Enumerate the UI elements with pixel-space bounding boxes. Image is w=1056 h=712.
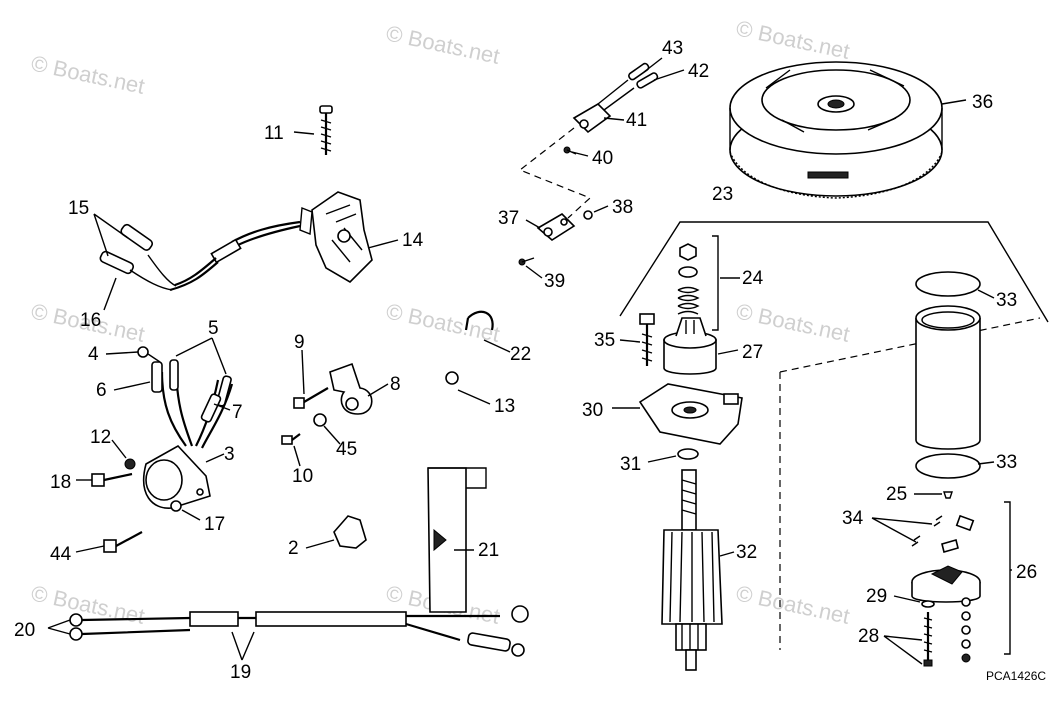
callout-15: 15 [68, 198, 89, 219]
part-25-pin [943, 491, 953, 499]
part-21-cover [427, 467, 487, 613]
part-38-nut [583, 210, 593, 220]
part-24-spring-stack [677, 235, 719, 331]
part-44-screw [103, 531, 143, 553]
callout-23: 23 [712, 184, 733, 205]
part-32-armature [661, 469, 723, 671]
callout-13: 13 [494, 396, 515, 417]
leader-lines [47, 57, 1012, 665]
callout-5: 5 [208, 318, 219, 339]
callout-45: 45 [336, 439, 357, 460]
part-17-washer [170, 500, 182, 512]
part-8-clamp [329, 362, 373, 415]
part-15-16-wires [99, 220, 301, 292]
callout-33-top: 33 [996, 290, 1017, 311]
part-30-end-cap [638, 383, 743, 445]
callout-11: 11 [264, 123, 284, 144]
callout-35: 35 [594, 330, 615, 351]
callout-21: 21 [478, 540, 499, 561]
callout-3: 3 [224, 444, 235, 465]
callout-30: 30 [582, 400, 603, 421]
part-39-screw [518, 257, 535, 266]
part-26-bracket-line [1004, 501, 1011, 655]
callout-6: 6 [96, 380, 107, 401]
part-18-screw [91, 472, 133, 487]
callout-37: 37 [498, 208, 519, 229]
callout-4: 4 [88, 344, 99, 365]
part-10-screw [281, 433, 301, 445]
watermark: © Boats.net [29, 580, 147, 628]
watermark: © Boats.net [29, 50, 147, 98]
part-3-solenoid [137, 346, 234, 509]
callout-31: 31 [620, 454, 641, 475]
assembly-dash-line [518, 127, 592, 219]
callout-38: 38 [612, 197, 633, 218]
callout-32: 32 [736, 542, 757, 563]
part-13-lock-washer [445, 371, 459, 385]
part-37-bracket [536, 212, 576, 241]
callout-12: 12 [90, 427, 111, 448]
callout-36: 36 [972, 92, 993, 113]
callout-28: 28 [858, 626, 879, 647]
callout-22: 22 [510, 344, 531, 365]
callout-27: 27 [742, 342, 763, 363]
callout-43: 43 [662, 38, 683, 59]
callout-14: 14 [402, 230, 424, 251]
callout-40: 40 [592, 148, 613, 169]
callout-24: 24 [742, 268, 764, 289]
callout-19: 19 [230, 662, 251, 683]
part-45-washer [313, 413, 327, 427]
callout-34: 34 [842, 508, 864, 529]
callout-41: 41 [626, 110, 647, 131]
callout-42: 42 [688, 61, 709, 82]
watermark: © Boats.net [384, 20, 502, 68]
starter-dash-line [779, 317, 1041, 650]
part-12-washer [124, 458, 136, 470]
part-34-brushes [911, 514, 975, 553]
callout-17: 17 [204, 514, 225, 535]
watermark: © Boats.net [734, 15, 852, 63]
part-19-20-cables [69, 605, 529, 657]
part-33-o-ring-top [915, 271, 981, 297]
watermark: © Boats.net [734, 580, 852, 628]
part-31-washer [677, 448, 699, 460]
callout-29: 29 [866, 586, 887, 607]
callout-26: 26 [1016, 562, 1037, 583]
part-11-screw [319, 105, 333, 155]
part-22-clip [464, 310, 494, 331]
part-26-brush-plate [911, 565, 981, 607]
part-27-pinion [663, 317, 717, 375]
callout-20: 20 [14, 620, 35, 641]
part-9-screw [293, 387, 329, 409]
part-2-clamp [333, 515, 367, 549]
part-35-bolt [639, 313, 655, 366]
callout-16: 16 [80, 310, 101, 331]
callout-labels: 11 14 15 16 5 4 6 7 9 8 13 22 45 10 12 3… [14, 38, 1046, 683]
part-33-field-frame [915, 305, 981, 450]
callout-33-bottom: 33 [996, 452, 1017, 473]
callout-2: 2 [288, 538, 299, 559]
callout-8: 8 [390, 374, 401, 395]
callout-18: 18 [50, 472, 71, 493]
part-28-29-hardware [921, 600, 971, 667]
part-23-group-bracket [619, 221, 1049, 323]
part-36-flywheel [729, 61, 943, 199]
callout-39: 39 [544, 271, 565, 292]
watermark: © Boats.net [734, 298, 852, 346]
callout-7: 7 [232, 402, 243, 423]
diagram-code: PCA1426C [986, 669, 1046, 683]
callout-9: 9 [294, 332, 305, 353]
callout-25: 25 [886, 484, 907, 505]
callout-44: 44 [50, 544, 72, 565]
callout-10: 10 [292, 466, 313, 487]
part-33-o-ring-bottom [915, 453, 981, 479]
part-41-connector [572, 62, 659, 134]
part-14-ignition-pack [299, 191, 373, 284]
